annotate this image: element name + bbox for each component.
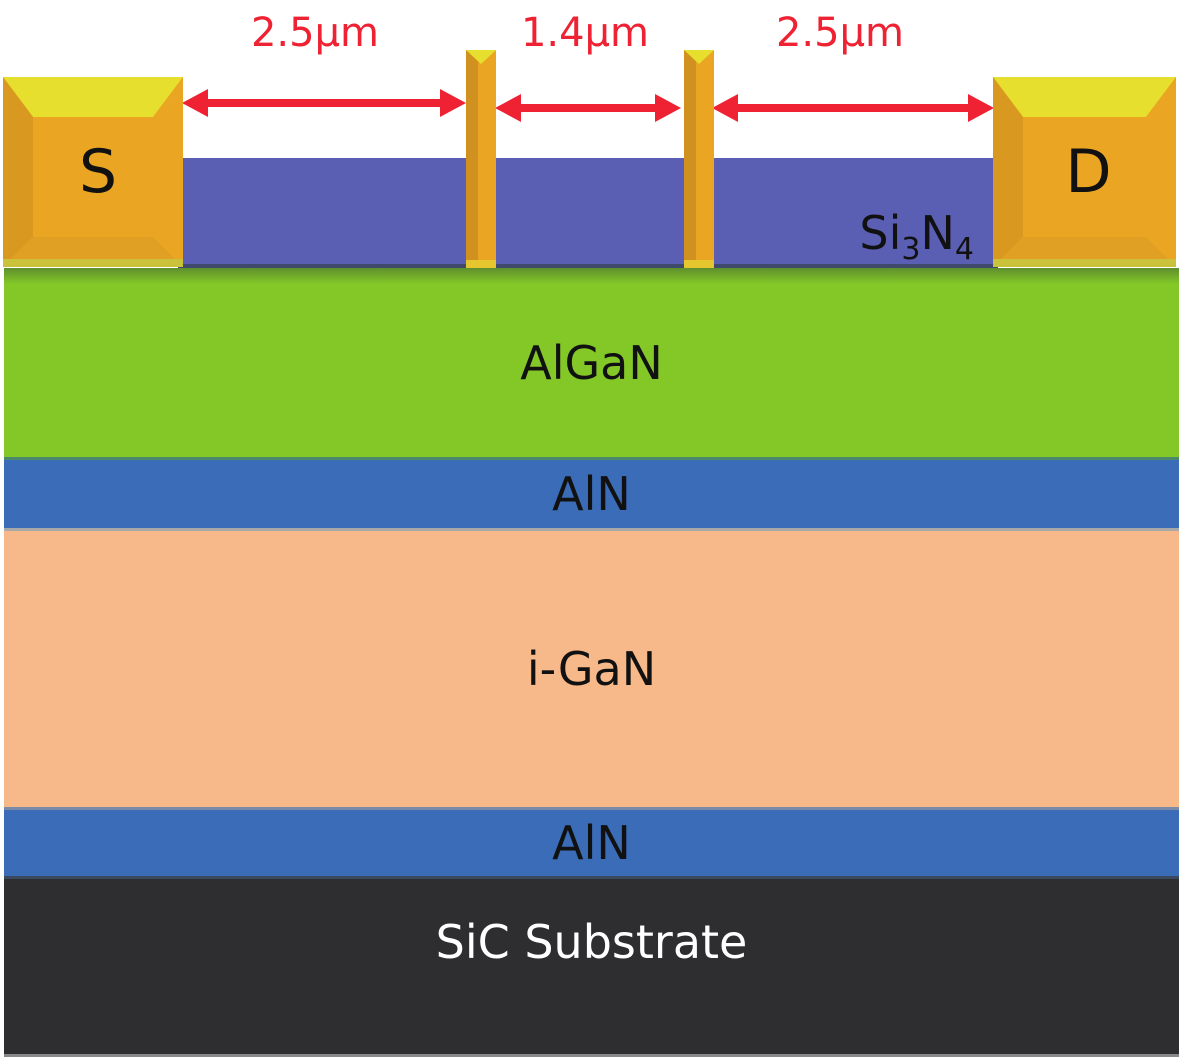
drain-contact: D: [993, 77, 1176, 267]
dimension-arrow-gate1-gate2: [495, 94, 681, 122]
si3n4-n: N: [920, 206, 955, 260]
layer-algan: AlGaN: [4, 268, 1179, 457]
gate-2-bevel: [684, 50, 714, 268]
layer-sic-substrate-label: SiC Substrate: [435, 915, 748, 969]
gate-1: [466, 50, 496, 268]
layer-aln-top-label: AlN: [552, 467, 631, 521]
layer-aln-bottom: AlN: [4, 807, 1179, 879]
layer-si3n4-label: Si3N4: [859, 206, 974, 267]
si3n4-sub-3: 3: [901, 232, 921, 268]
si3n4-si: Si: [859, 206, 902, 260]
dimension-label-gate2-drain: 2.5μm: [775, 10, 905, 56]
gate-1-bevel: [466, 50, 496, 268]
source-contact: S: [3, 77, 183, 267]
dimension-label-source-gate1: 2.5μm: [250, 10, 380, 56]
layer-igan-label: i-GaN: [526, 642, 657, 696]
dimension-arrow-gate2-drain: [712, 94, 994, 122]
source-contact-label: S: [78, 137, 118, 207]
layer-aln-bottom-label: AlN: [552, 816, 631, 870]
layer-aln-top: AlN: [4, 457, 1179, 531]
layer-sic-substrate: SiC Substrate: [4, 879, 1179, 1057]
dimension-label-gate1-gate2: 1.4μm: [520, 10, 650, 56]
gate-2: [684, 50, 714, 268]
drain-contact-label: D: [1065, 137, 1112, 207]
layer-si3n4: Si3N4: [178, 158, 998, 268]
source-contact-bevel: [3, 77, 183, 267]
layer-algan-label: AlGaN: [520, 335, 663, 390]
dimension-arrow-source-gate1: [182, 89, 466, 117]
drain-contact-bevel: [993, 77, 1176, 267]
si3n4-sub-4: 4: [954, 232, 974, 268]
layer-igan: i-GaN: [4, 531, 1179, 807]
